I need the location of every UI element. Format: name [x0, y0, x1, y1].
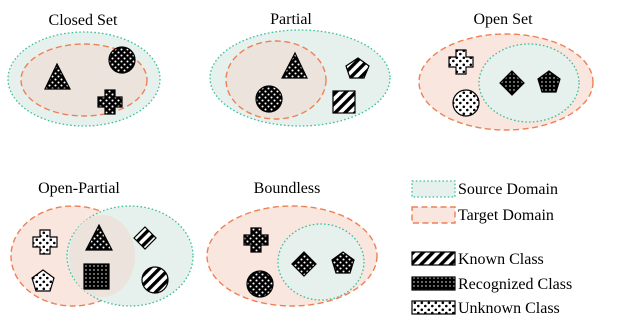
- legend: Source Domain Target Domain Known Class …: [411, 180, 572, 317]
- pentagon-shape: [345, 57, 370, 79]
- legend-label-target-domain: Target Domain: [458, 207, 554, 224]
- pentagon-shape: [31, 269, 55, 292]
- target-domain-region: [225, 40, 327, 120]
- panel-title-closed-set: Closed Set: [49, 12, 118, 29]
- circle-shape: [246, 270, 274, 298]
- source-domain-region: [478, 43, 580, 123]
- circle-shape: [108, 46, 136, 74]
- panel-open-partial: Open-Partial: [10, 180, 194, 307]
- cross-shape: [32, 229, 58, 255]
- square-shape: [83, 263, 110, 290]
- diamond-shape: [133, 226, 157, 250]
- source-domain-swatch: [411, 180, 456, 198]
- legend-label-source-domain: Source Domain: [458, 181, 558, 198]
- cross-shape: [448, 49, 474, 75]
- triangle-shape: [281, 51, 308, 79]
- diamond-shape: [499, 70, 525, 96]
- pentagon-shape: [331, 251, 355, 274]
- legend-item-recognized-class: Recognized Class: [411, 276, 572, 293]
- panel-title-partial: Partial: [270, 11, 312, 28]
- circle-shape: [452, 89, 480, 117]
- triangle-shape: [44, 62, 71, 90]
- panel-boundless: Boundless: [206, 180, 378, 307]
- panel-closed-set: Closed Set: [7, 12, 161, 127]
- triangle-shape: [85, 223, 113, 251]
- cross-shape: [243, 227, 269, 253]
- pentagon-shape: [537, 70, 561, 93]
- source-domain-region: [277, 223, 365, 301]
- target-domain-swatch: [411, 206, 456, 224]
- known-class-swatch: [411, 251, 456, 266]
- legend-item-unknown-class: Unknown Class: [411, 300, 560, 317]
- square-shape: [332, 90, 356, 114]
- legend-item-known-class: Known Class: [411, 251, 544, 268]
- circle-shape: [141, 266, 169, 294]
- legend-label-unknown-class: Unknown Class: [458, 300, 560, 317]
- legend-item-target-domain: Target Domain: [411, 206, 554, 224]
- legend-label-known-class: Known Class: [458, 251, 544, 268]
- panel-open-set: Open Set: [418, 11, 594, 131]
- unknown-class-swatch: [411, 300, 456, 315]
- legend-label-recognized-class: Recognized Class: [458, 276, 572, 293]
- legend-item-source-domain: Source Domain: [411, 180, 558, 198]
- panel-title-open-partial: Open-Partial: [38, 180, 120, 197]
- panel-partial: Partial: [209, 11, 391, 127]
- diamond-shape: [291, 251, 317, 277]
- panel-title-open-set: Open Set: [473, 11, 533, 28]
- panel-title-boundless: Boundless: [254, 180, 321, 197]
- circle-shape: [255, 85, 283, 113]
- cross-shape: [97, 89, 123, 115]
- recognized-class-swatch: [411, 276, 456, 291]
